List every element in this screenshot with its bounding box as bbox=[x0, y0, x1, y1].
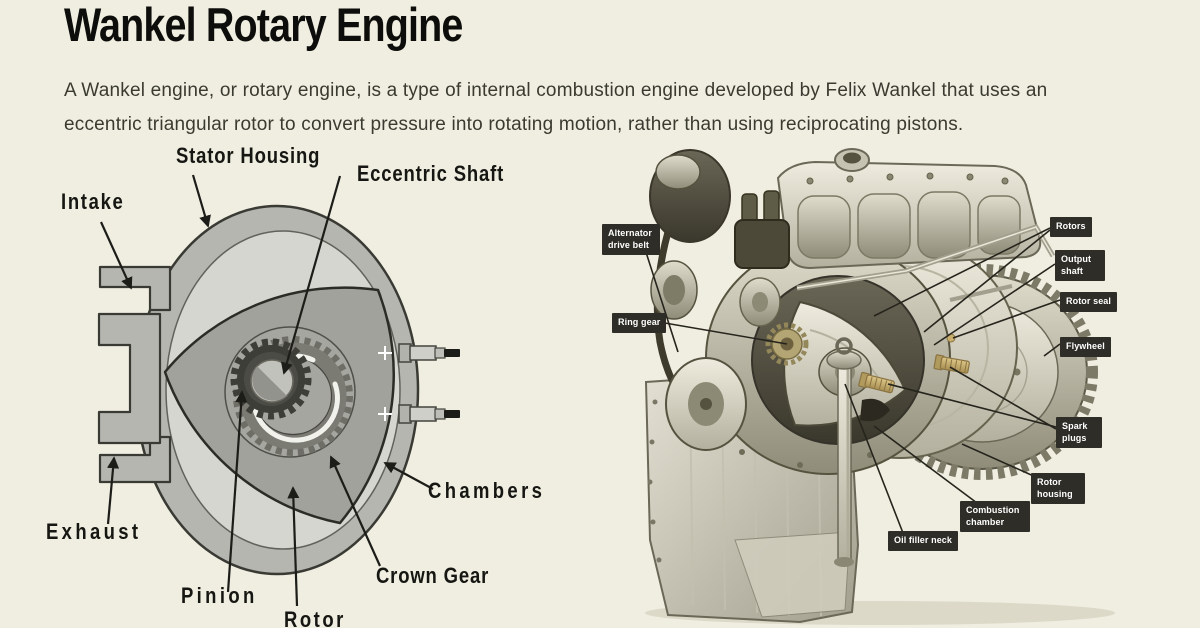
spark-plug-screw-front bbox=[858, 371, 895, 394]
labelbox-ring-gear: Ring gear bbox=[612, 313, 667, 333]
water-pump-shape bbox=[739, 277, 781, 327]
labelbox-output-shaft: Output shaft bbox=[1055, 250, 1105, 282]
label-chambers: Chambers bbox=[428, 478, 546, 503]
labelbox-oil-filler-neck: Oil filler neck bbox=[888, 531, 959, 551]
left-cross-section-art bbox=[97, 174, 460, 607]
top-cover-shape bbox=[776, 148, 1042, 270]
labelbox-rotor-housing: Rotor housing bbox=[1031, 473, 1085, 505]
label-rotor: Rotor bbox=[284, 607, 346, 628]
left-spark-plug-bottom bbox=[398, 404, 460, 424]
label-stator-housing: Stator Housing bbox=[176, 143, 321, 168]
labelbox-combustion-chamber: Combustion chamber bbox=[960, 501, 1030, 533]
spark-flash-marks bbox=[378, 346, 392, 421]
labelbox-flywheel: Flywheel bbox=[1060, 337, 1111, 357]
label-eccentric-shaft: Eccentric Shaft bbox=[357, 161, 505, 186]
left-annotation-arrows bbox=[99, 174, 434, 607]
combustion-chamber-pocket bbox=[860, 398, 890, 422]
spark-plug-screw-rear bbox=[933, 354, 970, 374]
page-description: A Wankel engine, or rotary engine, is a … bbox=[64, 80, 1048, 136]
side-port-bracket-shape bbox=[97, 312, 162, 445]
right-leader-lines bbox=[643, 227, 1061, 534]
labelbox-spark-plugs: Spark plugs bbox=[1056, 417, 1102, 449]
labelbox-rotors: Rotors bbox=[1050, 217, 1092, 237]
label-intake: Intake bbox=[61, 189, 125, 214]
labelbox-alternator-drive-belt: Alternator drive belt bbox=[602, 224, 660, 256]
label-crown-gear: Crown Gear bbox=[376, 563, 490, 588]
crank-pulley-shape bbox=[665, 357, 747, 451]
left-spark-plug-top bbox=[398, 343, 460, 363]
label-exhaust: Exhaust bbox=[46, 519, 142, 544]
alternator-shape bbox=[649, 149, 731, 243]
labelbox-rotor-seal: Rotor seal bbox=[1060, 292, 1118, 312]
oil-filler-neck-shape bbox=[826, 337, 862, 567]
label-pinion: Pinion bbox=[181, 583, 258, 608]
right-cutaway-art bbox=[643, 148, 1115, 625]
intake-port-shape bbox=[98, 265, 172, 312]
page-title: Wankel Rotary Engine bbox=[64, 0, 463, 51]
carburetor-shape bbox=[734, 190, 790, 269]
fuel-pipe-shape bbox=[796, 223, 1056, 302]
